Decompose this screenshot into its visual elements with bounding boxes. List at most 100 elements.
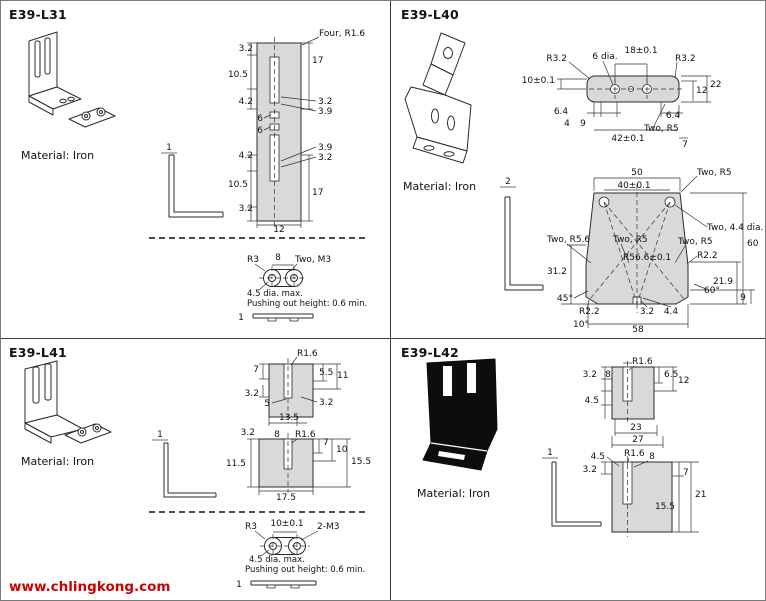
dimension-label: Pushing out height: 0.6 min. <box>247 299 367 309</box>
panel-e39-l42: E39-L42 Material: Iron <box>391 339 765 600</box>
dimension-label: 10.5 <box>228 180 248 190</box>
dimension-label: 60° <box>704 286 720 296</box>
upper-front-view <box>611 361 655 425</box>
bracket-isometric-drawing <box>28 31 116 128</box>
dimension-label: 5 <box>264 399 270 409</box>
panel-divider-horizontal <box>1 338 765 339</box>
dimension-label: 3.2 <box>241 428 255 438</box>
dimension-label: 3.9 <box>318 107 333 117</box>
dimension-label: 12 <box>273 225 284 235</box>
dimension-label: R3.2 <box>546 54 567 64</box>
dimension-label: R3 <box>247 255 259 265</box>
dimension-label: Two, R5 <box>643 124 679 134</box>
dimension-label: 13.5 <box>279 413 299 423</box>
material-label: Material: Iron <box>417 487 491 500</box>
dimension-label: 1 <box>547 448 553 458</box>
dimension-label: R1.6 <box>624 449 645 459</box>
dimension-label: R3.2 <box>675 54 696 64</box>
dimension-label: 4.5 dia. max. <box>247 289 303 299</box>
dimension-label: 4.2 <box>239 97 253 107</box>
dimension-label: R1.6 <box>295 430 316 440</box>
dimension-label: Two, 4.4 dia. <box>706 223 763 233</box>
dimension-label: 3.2 <box>319 398 333 408</box>
dimension-label: 17 <box>312 56 323 66</box>
dimension-label: 27 <box>632 435 643 445</box>
dimension-label: 1 <box>166 143 172 153</box>
dimension-label: 6 <box>257 126 263 136</box>
side-view-drawing <box>504 196 544 291</box>
dimension-label: 23 <box>630 423 641 433</box>
dimension-label: 8 <box>274 430 280 440</box>
dimension-label: R1.6 <box>297 349 318 359</box>
dimension-label: 7 <box>682 140 688 150</box>
dimension-label: 12 <box>696 86 707 96</box>
dimension-label: Four, R1.6 <box>319 29 365 39</box>
dimension-label: 10 <box>336 445 348 455</box>
dimension-lines <box>161 36 320 228</box>
dimension-label: 11.5 <box>226 459 246 469</box>
dimension-label: 4.5 <box>585 396 599 406</box>
dimension-label: 42±0.1 <box>611 134 644 144</box>
dimension-label: 31.2 <box>547 267 567 277</box>
upper-front-view <box>268 358 314 423</box>
top-plate-view <box>581 75 685 103</box>
stud-side-view <box>250 580 317 589</box>
dimension-label: 18±0.1 <box>624 46 657 56</box>
dimension-label: 3.2 <box>583 370 597 380</box>
dimension-label: 2-M3 <box>317 522 339 532</box>
dimension-label: 1 <box>238 313 244 323</box>
dimension-label: 15.5 <box>351 457 371 467</box>
dimension-label: 21 <box>695 490 706 500</box>
dimension-label: R3 <box>245 522 257 532</box>
dimension-label: Two, R5 <box>612 235 648 245</box>
dimension-label: R2.2 <box>697 251 718 261</box>
dimension-label: 6 dia. <box>592 52 617 62</box>
bracket-front-drawing <box>422 358 498 471</box>
dimension-label: 50 <box>631 168 643 178</box>
front-plate-view <box>585 184 689 313</box>
dimension-label: 10.5 <box>228 70 248 80</box>
dimension-label: R2.2 <box>579 307 600 317</box>
dimension-label: 9 <box>740 293 746 303</box>
stud-side-view <box>252 313 314 322</box>
dimension-label: 5.5 <box>319 368 333 378</box>
dimension-lines <box>152 356 351 495</box>
dimension-label: 7 <box>253 365 259 375</box>
dimension-label: 11 <box>337 371 348 381</box>
dimension-label: 6.5 <box>664 370 678 380</box>
technical-drawing-e39-l31: Four, R1.63.210.54.2173.23.9663.93.24.21… <box>28 29 369 323</box>
stud-dimension-lines <box>254 530 319 557</box>
dimension-label: 15.5 <box>655 502 675 512</box>
dimension-label: R1.6 <box>632 357 653 367</box>
side-view-drawing <box>168 154 224 218</box>
technical-drawing-e39-l40: R3.26 dia.18±0.1R3.210±0.112226.4496.4Tw… <box>404 32 763 335</box>
bracket-isometric-drawing <box>404 32 472 164</box>
panel-title: E39-L41 <box>9 345 67 360</box>
dimension-label: 8 <box>649 452 655 462</box>
dimension-label: 4.2 <box>239 151 253 161</box>
dimension-label: 8 <box>275 253 281 263</box>
technical-drawing-e39-l41: R1.675.5113.253.213.58R1.63.271015.511.5… <box>24 349 371 590</box>
front-plate-dimensions <box>561 175 755 328</box>
side-view-drawing <box>551 461 602 527</box>
dimension-label: 4.4 <box>664 307 679 317</box>
dimension-label: 2 <box>505 177 511 187</box>
dimension-label: 40±0.1 <box>617 181 650 191</box>
dimension-label: 58 <box>632 325 644 335</box>
dimension-label: 7 <box>323 438 329 448</box>
panel-e39-l41: E39-L41 Material: Iron <box>1 339 390 600</box>
dimension-label: 3.2 <box>318 97 332 107</box>
watermark: www.chlingkong.com <box>9 579 171 595</box>
material-label: Material: Iron <box>21 455 95 468</box>
panel-divider-vertical <box>390 1 391 600</box>
dimension-label: 17 <box>312 188 323 198</box>
dimension-label: Two, R5 <box>677 237 713 247</box>
front-view-drawing <box>256 37 302 227</box>
panel-title: E39-L42 <box>401 345 459 360</box>
dimension-label: 1 <box>157 430 163 440</box>
dimension-label: 4.5 <box>591 452 605 462</box>
lower-front-view <box>611 456 673 537</box>
